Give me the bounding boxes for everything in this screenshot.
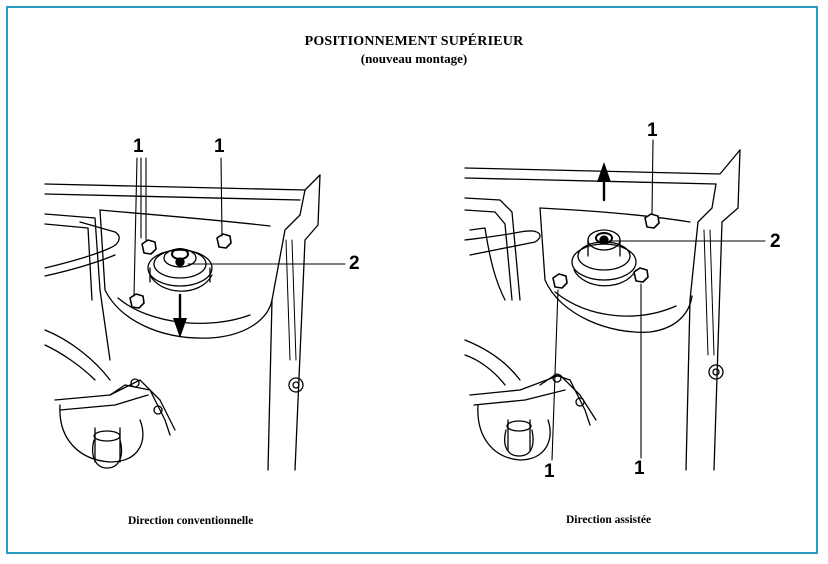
diagram-title: POSITIONNEMENT SUPÉRIEUR xyxy=(304,34,524,49)
left-callout-mount: 2 xyxy=(349,253,360,274)
left-engine-bay xyxy=(44,174,321,471)
diagram-subtitle: (nouveau montage) xyxy=(360,51,468,66)
figure-frame xyxy=(6,6,818,554)
right-callout-nut-lower-right: 1 xyxy=(634,458,645,479)
left-panel-caption: Direction conventionnelle xyxy=(128,515,254,527)
right-callout-nut-lower-left: 1 xyxy=(544,461,555,482)
right-leader-lines xyxy=(551,139,766,461)
left-down-arrow xyxy=(173,293,187,338)
right-callout-mount: 2 xyxy=(770,231,781,252)
left-callout-nut-b: 1 xyxy=(214,136,225,157)
right-up-arrow xyxy=(597,162,611,202)
right-mount-nuts xyxy=(552,213,660,289)
left-mount-nuts xyxy=(129,233,232,309)
right-strut-top-mount xyxy=(571,229,637,287)
left-callout-nut-a: 1 xyxy=(133,136,144,157)
right-panel-caption: Direction assistée xyxy=(566,514,652,526)
right-engine-bay xyxy=(464,149,741,471)
right-callout-nut-top: 1 xyxy=(647,120,658,141)
left-strut-top-mount xyxy=(147,248,213,292)
left-leader-lines xyxy=(133,157,346,297)
